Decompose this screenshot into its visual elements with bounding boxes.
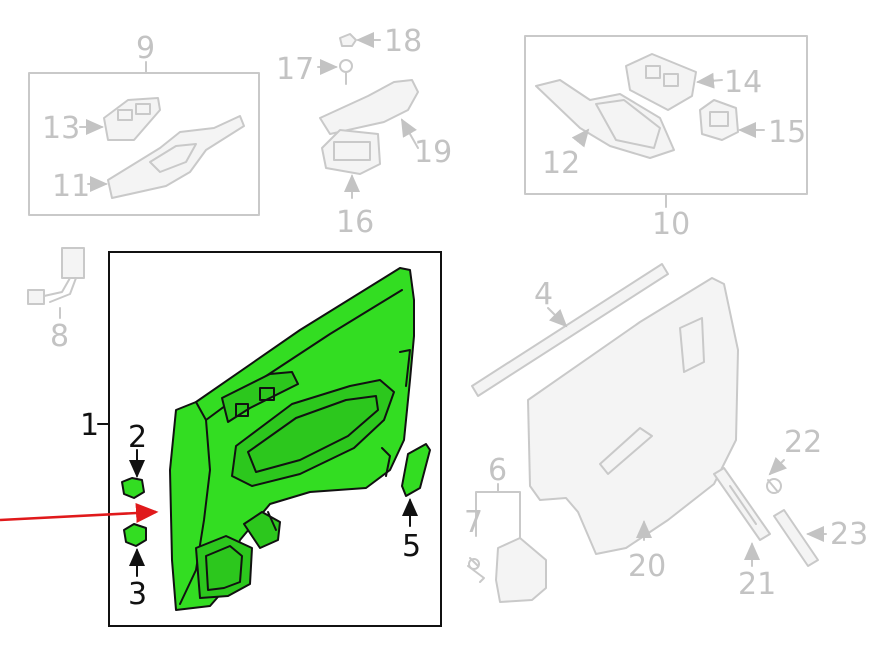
part-20-water-shield (527, 277, 739, 555)
label-8: 8 (50, 319, 69, 354)
label-5: 5 (402, 529, 421, 564)
part-5-bracket (401, 443, 431, 527)
part-8-wire-harness (27, 247, 85, 319)
label-4: 4 (534, 277, 553, 312)
label-19: 19 (414, 135, 452, 170)
part-4-belt-weatherstrip (471, 263, 669, 397)
label-15: 15 (768, 115, 806, 150)
label-9: 9 (136, 31, 155, 66)
parts-6-7-cover (467, 483, 547, 603)
parts-16-19-switch-bezel (317, 32, 419, 199)
label-20: 20 (628, 549, 666, 584)
label-22: 22 (784, 425, 822, 460)
clip-2 (121, 449, 145, 499)
label-13: 13 (42, 111, 80, 146)
group-9-switch-panel (28, 61, 260, 216)
label-2: 2 (128, 420, 147, 455)
group-10-switch-panel (524, 35, 808, 208)
clip-3 (123, 523, 147, 577)
label-7: 7 (464, 505, 483, 540)
label-18: 18 (384, 24, 422, 59)
label-10: 10 (652, 207, 690, 242)
label-11: 11 (52, 169, 90, 204)
parts-21-23-handle (713, 457, 827, 567)
label-16: 16 (336, 205, 374, 240)
label-1: 1 (80, 408, 99, 443)
label-6: 6 (488, 453, 507, 488)
door-trim-panel (169, 267, 415, 611)
label-23: 23 (830, 517, 868, 552)
label-17: 17 (276, 52, 314, 87)
part-labels: 1 2 3 4 5 6 7 8 9 10 11 12 13 14 15 16 1… (42, 24, 868, 612)
label-21: 21 (738, 567, 776, 602)
label-12: 12 (542, 146, 580, 181)
pointer-arrow (0, 503, 159, 524)
label-14: 14 (724, 65, 762, 100)
label-3: 3 (128, 577, 147, 612)
